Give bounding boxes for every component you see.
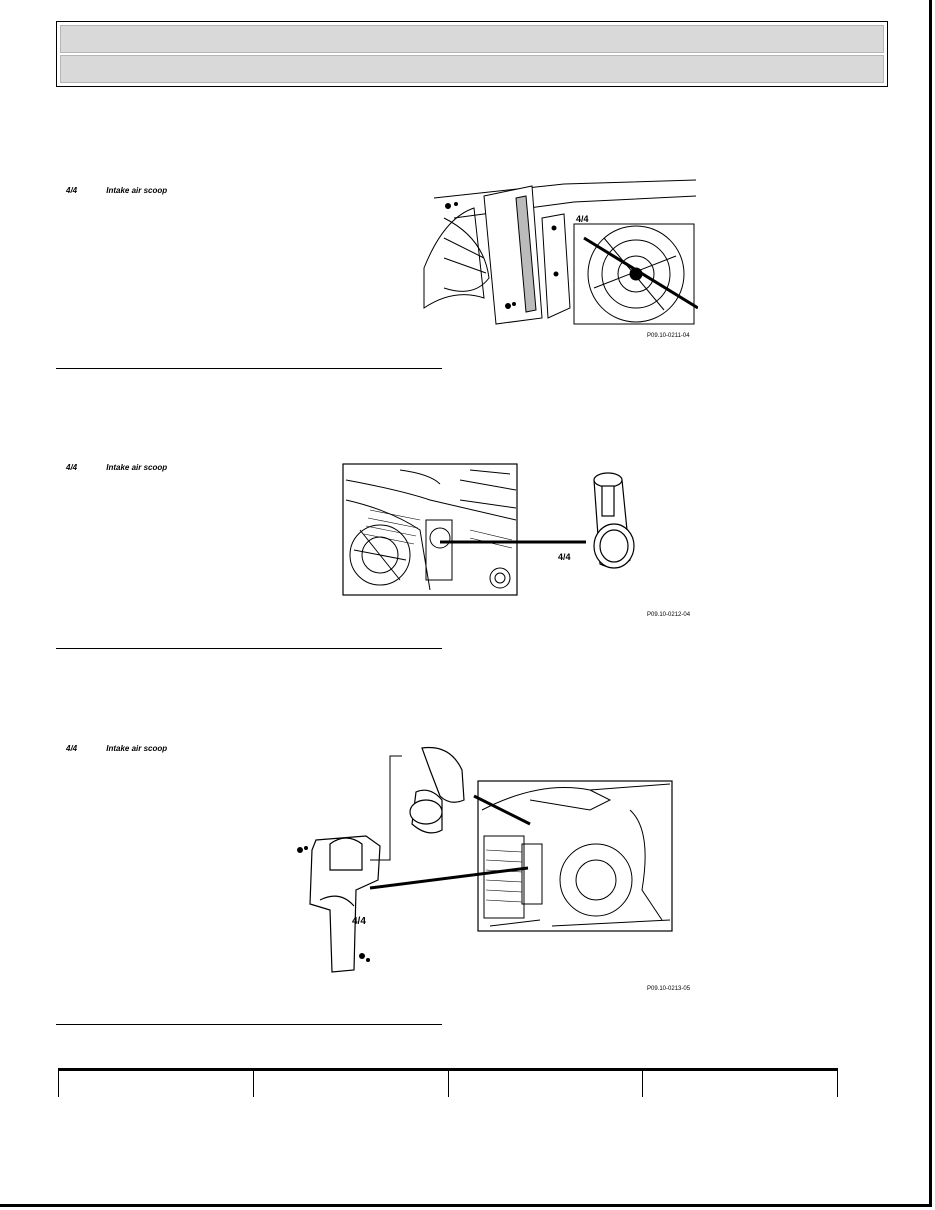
header-subtitle-bar bbox=[60, 55, 884, 83]
figure-callout-label: 4/4 bbox=[558, 552, 571, 562]
callout-legend: 4/4 Intake air scoop bbox=[66, 463, 167, 472]
callout-text: Intake air scoop bbox=[106, 744, 168, 753]
table-column bbox=[252, 1071, 448, 1097]
callout-legend: 4/4 Intake air scoop bbox=[66, 186, 167, 195]
callout-legend: 4/4 Intake air scoop bbox=[66, 744, 167, 753]
figure-code: P09.10-0212-04 bbox=[647, 612, 691, 618]
table-column bbox=[58, 1071, 253, 1097]
section-divider bbox=[56, 1024, 442, 1025]
figure-code: P09.10-0213-05 bbox=[647, 986, 691, 992]
section-divider bbox=[56, 368, 442, 369]
figure-intake-scoop-location: 4/4 bbox=[342, 463, 635, 596]
figure-code: P09.10-0211-04 bbox=[647, 333, 690, 339]
callout-text: Intake air scoop bbox=[106, 186, 168, 195]
header-title-bar bbox=[60, 25, 884, 53]
callout-code: 4/4 bbox=[66, 463, 78, 472]
callout-code: 4/4 bbox=[66, 744, 78, 753]
document-header bbox=[56, 21, 888, 87]
spec-table bbox=[58, 1068, 838, 1099]
figure-intake-scoop-assembly: 4/4 bbox=[297, 746, 673, 973]
section-divider bbox=[56, 648, 442, 649]
figure-callout-label: 4/4 bbox=[576, 214, 589, 224]
callout-code: 4/4 bbox=[66, 186, 78, 195]
table-column bbox=[447, 1071, 643, 1097]
figure-callout-label: 4/4 bbox=[352, 916, 366, 927]
figure-radiator-fan-illustration: 4/4 bbox=[423, 179, 698, 325]
table-column bbox=[642, 1071, 838, 1097]
callout-text: Intake air scoop bbox=[106, 463, 168, 472]
